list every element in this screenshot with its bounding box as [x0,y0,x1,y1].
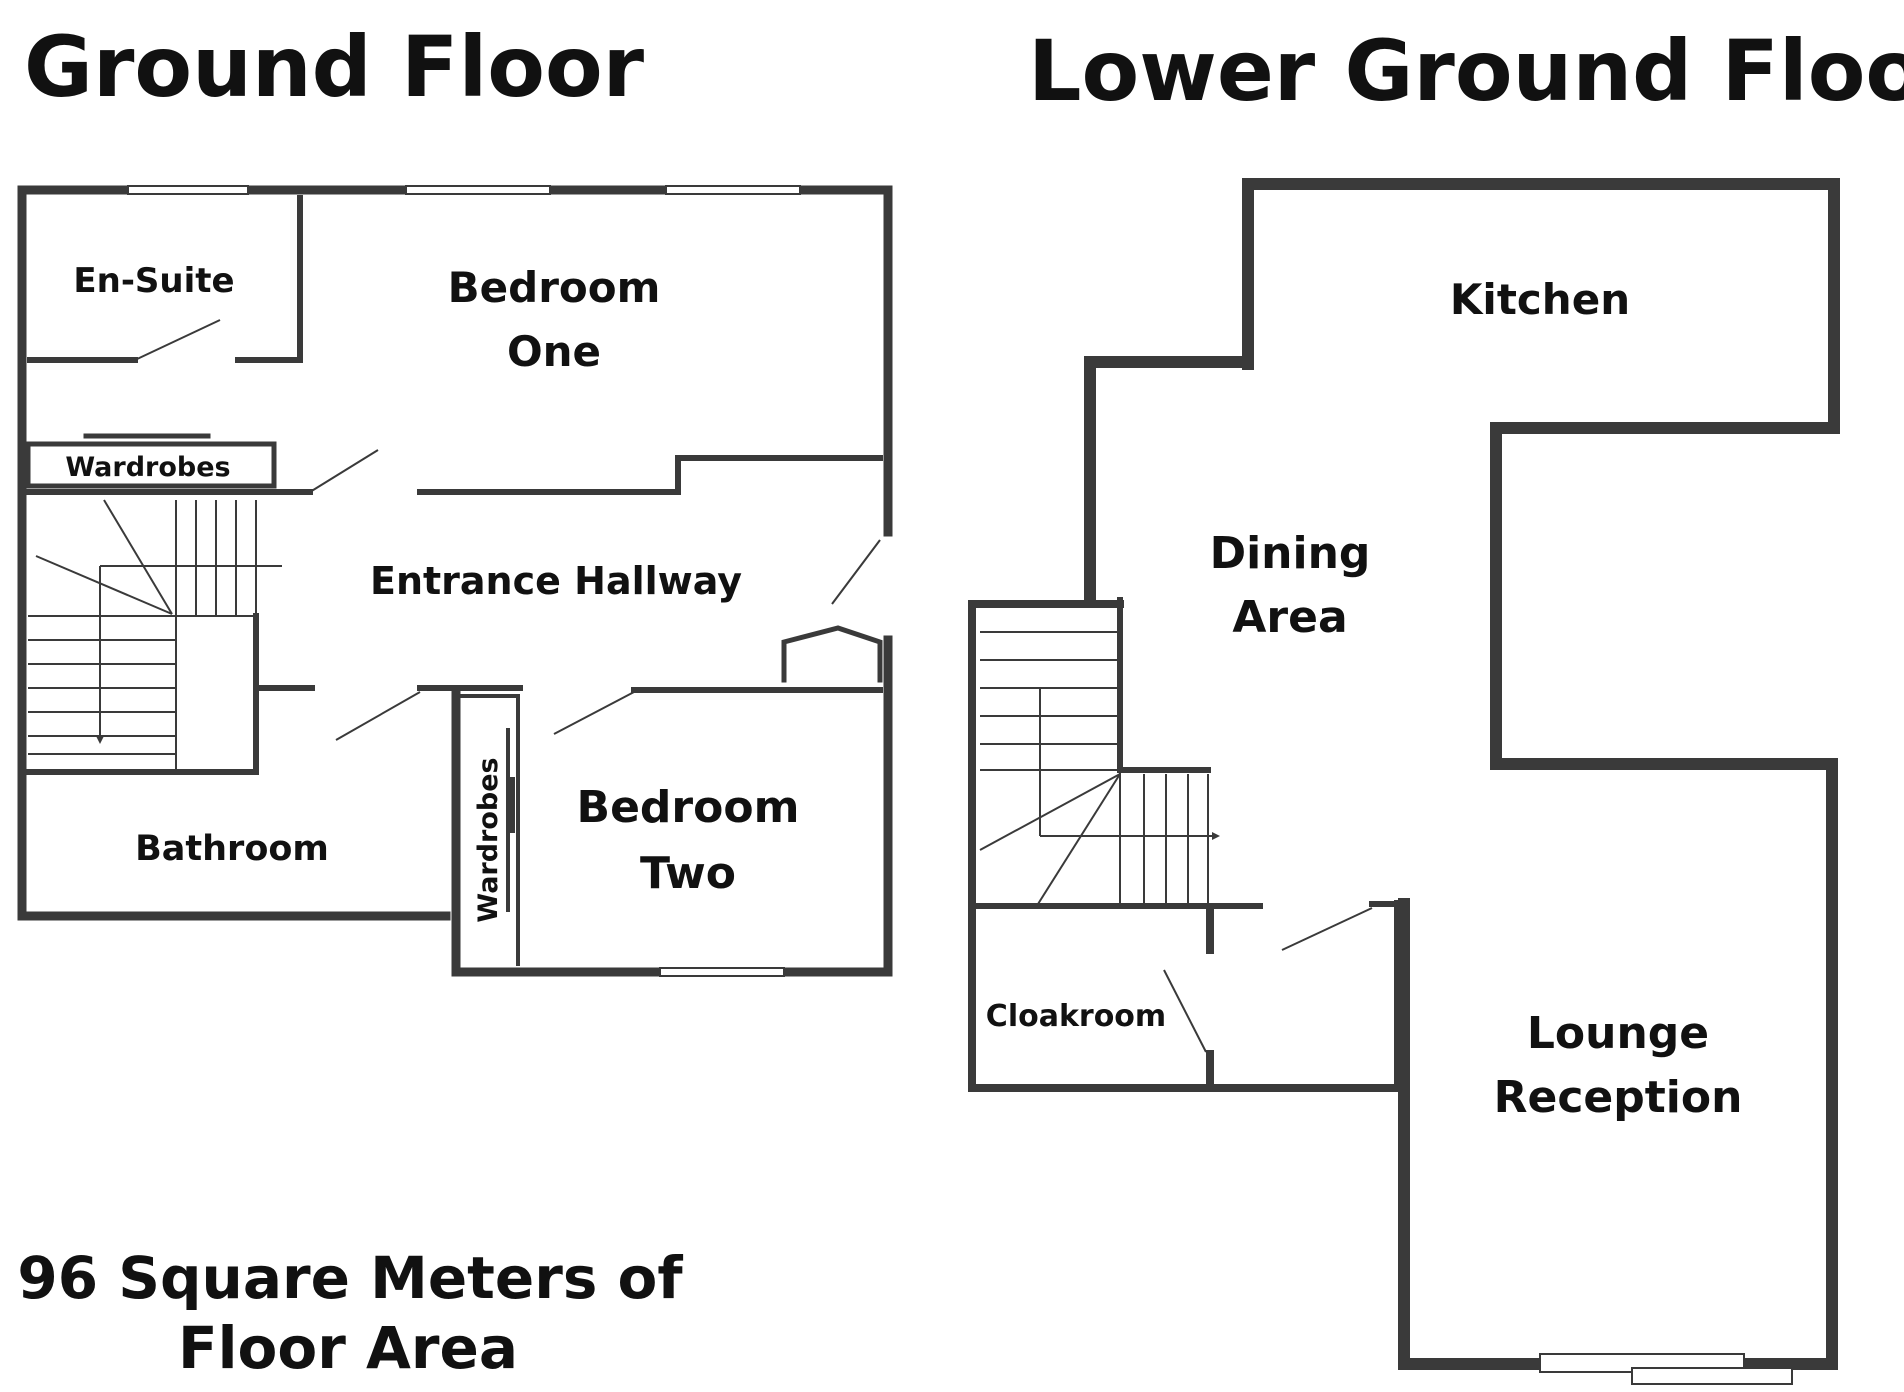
room-label-lounge-line1: Lounge [1527,1008,1709,1059]
window [405,185,551,195]
floor-area-line2: Floor Area [178,1314,518,1382]
room-label-lounge-line2: Reception [1494,1072,1743,1123]
room-label-bedroom-two-line2: Two [640,848,736,899]
room-label-bedroom-one-line1: Bedroom [448,263,661,312]
window [659,967,785,977]
room-label-cloakroom: Cloakroom [986,999,1166,1034]
room-label-en-suite: En-Suite [73,261,234,301]
room-label-bathroom: Bathroom [135,829,329,869]
room-label-entrance-hallway: Entrance Hallway [370,559,742,603]
window [127,185,249,195]
room-label-bedroom-two-line1: Bedroom [577,782,800,833]
ground-floor-plan [17,185,893,977]
room-label-bedroom-one-line2: One [507,327,601,376]
window [1631,1367,1793,1385]
room-label-dining-line2: Area [1232,592,1347,643]
ground-floor-stairs [25,499,315,775]
lower-floor-stairs [968,597,1402,1092]
lower-ground-floor-title: Lower Ground Floor [1028,22,1904,120]
room-label-dining-line1: Dining [1210,528,1371,579]
room-label-wardrobes-top: Wardrobes [65,452,230,483]
room-label-kitchen: Kitchen [1450,275,1630,324]
ground-floor-title: Ground Floor [24,18,645,116]
window [665,185,801,195]
lower-ground-floor-plan [968,178,1840,1385]
floor-area-line1: 96 Square Meters of [17,1244,683,1312]
room-label-wardrobes-side: Wardrobes [473,757,504,922]
